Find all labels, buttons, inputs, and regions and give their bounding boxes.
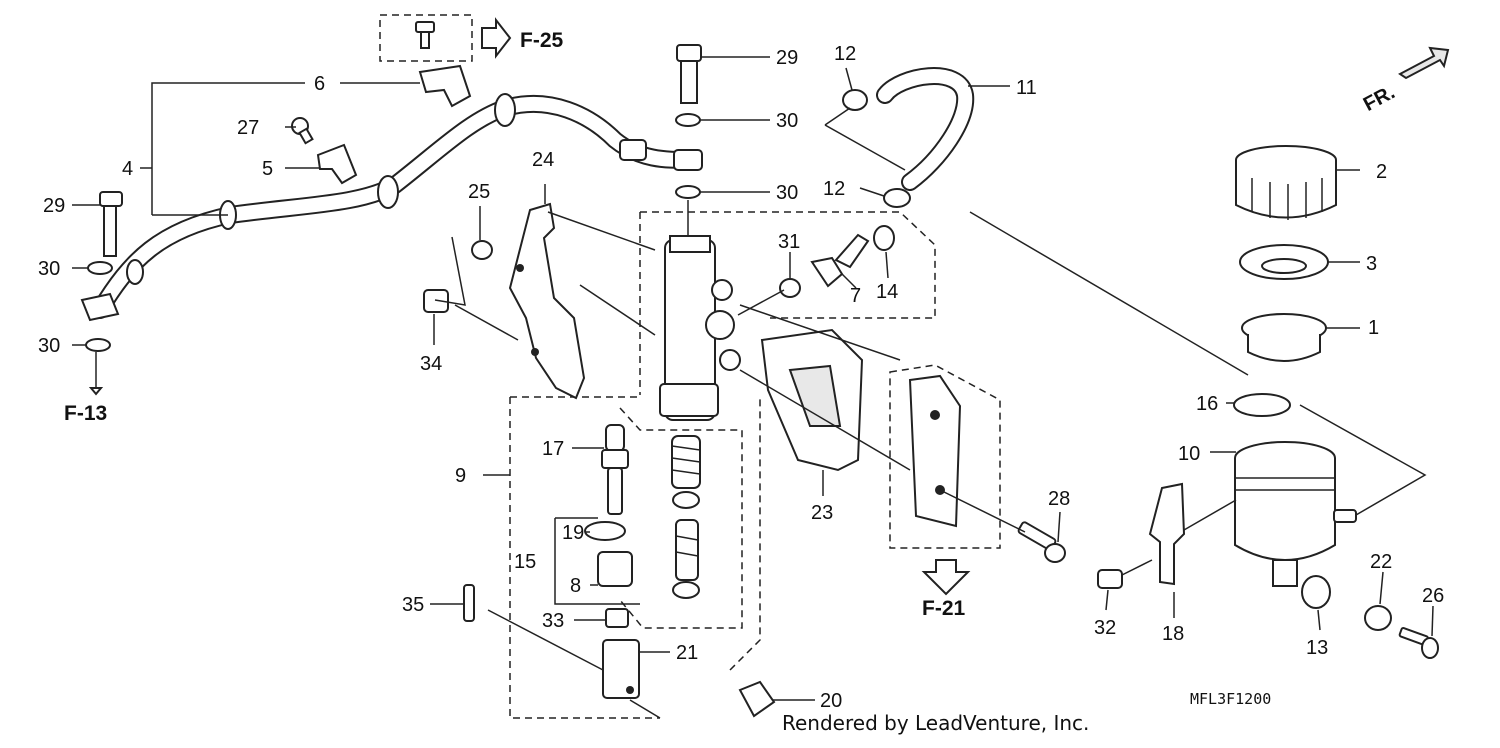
- f21-arrow-icon: [921, 559, 971, 596]
- brake-hose[interactable]: [80, 93, 699, 322]
- callout-30-mid: 30: [776, 182, 798, 204]
- bolt-top: [415, 21, 435, 49]
- master-cylinder[interactable]: [659, 235, 741, 421]
- diaphragm-plate-3: [1239, 244, 1329, 280]
- callout-33: 33: [542, 610, 564, 632]
- callout-7: 7: [850, 285, 861, 307]
- ref-f21[interactable]: F-21: [922, 597, 966, 620]
- callout-29-left: 29: [43, 195, 65, 217]
- callout-17: 17: [542, 438, 564, 460]
- callout-21: 21: [676, 642, 698, 664]
- callout-35: 35: [402, 594, 424, 616]
- callout-27: 27: [237, 117, 259, 139]
- callout-6: 6: [314, 73, 325, 95]
- callout-18: 18: [1162, 623, 1184, 645]
- joint-21: [602, 639, 640, 699]
- callout-29-top: 29: [776, 47, 798, 69]
- callout-2: 2: [1376, 161, 1387, 183]
- front-arrow-icon: [1398, 46, 1450, 80]
- callout-24: 24: [532, 149, 554, 171]
- callout-30-top: 30: [776, 110, 798, 132]
- callout-1: 1: [1368, 317, 1379, 339]
- bracket-24: [508, 202, 586, 400]
- clip-5: [316, 143, 358, 185]
- callout-4: 4: [122, 158, 133, 180]
- front-marker: FR.: [1360, 81, 1399, 116]
- callout-8: 8: [570, 575, 581, 597]
- reservoir-10[interactable]: [1234, 441, 1357, 587]
- callout-12-top: 12: [834, 43, 856, 65]
- callout-28: 28: [1048, 488, 1070, 510]
- credit-text: Rendered by LeadVenture, Inc.: [782, 711, 1089, 735]
- plate-16: [1233, 393, 1291, 417]
- callout-16: 16: [1196, 393, 1218, 415]
- callout-26: 26: [1422, 585, 1444, 607]
- callout-31: 31: [778, 231, 800, 253]
- callout-32: 32: [1094, 617, 1116, 639]
- callout-12-mid: 12: [823, 178, 845, 200]
- piston-spring-set: [671, 435, 701, 599]
- callout-30-left-b: 30: [38, 335, 60, 357]
- callout-25: 25: [468, 181, 490, 203]
- ref-f25[interactable]: F-25: [520, 29, 564, 52]
- callout-19: 19: [562, 522, 584, 544]
- callout-20: 20: [820, 690, 842, 712]
- ref-f13[interactable]: F-13: [64, 402, 107, 425]
- callout-34: 34: [420, 353, 442, 375]
- callout-15: 15: [514, 551, 536, 573]
- callout-13: 13: [1306, 637, 1328, 659]
- cotter-20: [738, 680, 776, 718]
- callout-10: 10: [1178, 443, 1200, 465]
- stay-18: [1148, 482, 1186, 586]
- callout-3: 3: [1366, 253, 1377, 275]
- callout-30-left-a: 30: [38, 258, 60, 280]
- callout-9: 9: [455, 465, 466, 487]
- joint-7: [810, 256, 844, 288]
- callout-14: 14: [876, 281, 898, 303]
- diaphragm-1: [1241, 313, 1327, 362]
- reservoir-cap-2: [1235, 145, 1337, 220]
- callout-5: 5: [262, 158, 273, 180]
- callout-22: 22: [1370, 551, 1392, 573]
- callout-23: 23: [811, 502, 833, 524]
- callout-11: 11: [1016, 77, 1037, 99]
- clip-6: [418, 64, 472, 108]
- diagram-code: MFL3F1200: [1190, 690, 1271, 708]
- f25-arrow-icon: [481, 17, 512, 59]
